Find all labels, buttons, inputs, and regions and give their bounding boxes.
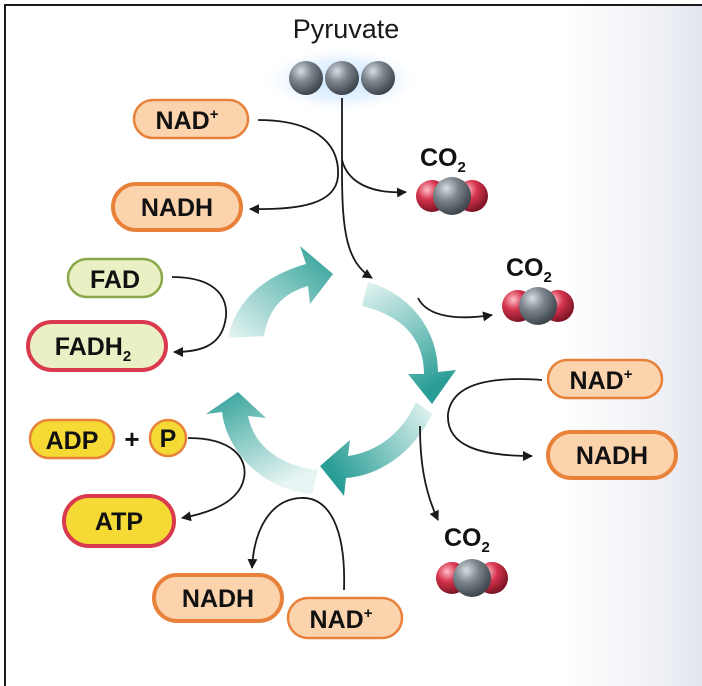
adp-pill: ADP xyxy=(28,418,116,460)
cycle-arrow-top xyxy=(228,246,333,338)
svg-text:FADH2: FADH2 xyxy=(55,333,131,365)
nadh-label: NADH xyxy=(182,585,254,613)
co2-label: CO xyxy=(506,254,544,282)
co2-middle: CO2 xyxy=(502,254,574,325)
co2-bottom: CO2 xyxy=(436,524,508,597)
nad-label: NAD xyxy=(310,606,364,634)
co2-top: CO2 xyxy=(416,144,488,215)
svg-text:NAD+: NAD+ xyxy=(310,605,373,634)
cycle-arrow-left xyxy=(206,392,318,494)
nad-label: NAD xyxy=(570,367,624,395)
fadh2-pill: FADH2 xyxy=(26,320,168,372)
svg-text:NAD+: NAD+ xyxy=(570,366,633,395)
top-nad-to-nadh-arrow xyxy=(249,119,339,215)
fad-label: FAD xyxy=(90,266,140,294)
nad-plus-right: NAD+ xyxy=(546,358,664,400)
plus-sign: + xyxy=(124,424,139,454)
svg-text:CO2: CO2 xyxy=(444,524,490,556)
co2-label: CO xyxy=(420,144,458,172)
co2-subscript: 2 xyxy=(544,269,552,286)
svg-text:CO2: CO2 xyxy=(506,254,552,286)
adp-label: ADP xyxy=(46,427,99,455)
co2-label: CO xyxy=(444,524,482,552)
atp-label: ATP xyxy=(95,508,143,536)
reaction-arrows xyxy=(171,98,543,591)
fad-pill: FAD xyxy=(66,257,164,299)
pyruvate-molecule xyxy=(260,46,424,114)
phosphate-label: P xyxy=(160,425,177,453)
co2-subscript: 2 xyxy=(482,539,490,556)
cycle-arrow-right xyxy=(362,282,456,404)
bottom-nad-to-nadh-arrow xyxy=(247,497,346,591)
nad-plus-top: NAD+ xyxy=(132,98,250,140)
nad-plus-bottom: NAD+ xyxy=(286,596,404,640)
phosphate-circle: P xyxy=(148,418,188,458)
nad-superscript: + xyxy=(364,605,373,622)
cycle-ring xyxy=(206,246,456,496)
cycle-co2-arrow-1 xyxy=(417,297,493,322)
fad-to-fadh2-arrow xyxy=(171,276,228,357)
atp-pill: ATP xyxy=(62,494,176,548)
fadh-subscript: 2 xyxy=(123,348,131,365)
cycle-co2-arrow-2 xyxy=(419,425,439,521)
cycle-arrow-bottom xyxy=(320,402,432,496)
nadh-right: NADH xyxy=(546,430,678,480)
nad-label: NAD xyxy=(156,107,210,135)
svg-text:CO2: CO2 xyxy=(420,144,466,176)
nadh-bottom: NADH xyxy=(152,573,284,623)
fadh-label: FADH xyxy=(55,333,123,361)
pyruvate-label: Pyruvate xyxy=(293,14,400,44)
nadh-top: NADH xyxy=(111,182,243,232)
adp-to-atp-arrow xyxy=(181,437,246,522)
nadh-label: NADH xyxy=(141,194,213,222)
nad-superscript: + xyxy=(624,366,633,383)
co2-subscript: 2 xyxy=(458,159,466,176)
svg-text:NAD+: NAD+ xyxy=(156,106,219,135)
right-nad-to-nadh-arrow xyxy=(447,378,543,461)
nadh-label: NADH xyxy=(576,442,648,470)
nad-superscript: + xyxy=(210,106,219,123)
pyruvate-to-cycle-arrow xyxy=(341,98,373,279)
pyruvate-co2-arrow xyxy=(341,159,407,198)
